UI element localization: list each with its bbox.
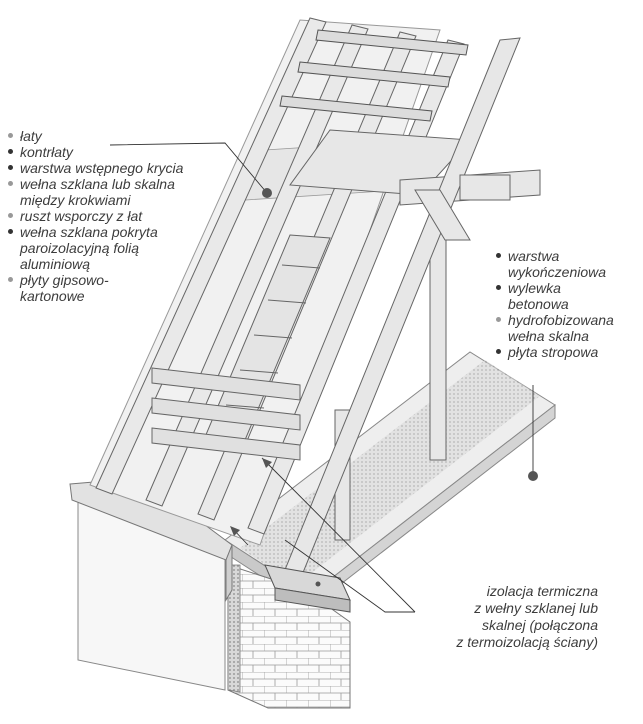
eaves-wall: [69, 477, 233, 691]
wall-plate: [264, 564, 351, 613]
battens: [279, 29, 469, 122]
bullet-icon: [8, 165, 13, 170]
left-legend-item: kontrłaty: [6, 144, 221, 160]
bullet-icon: [8, 229, 13, 234]
bullet-icon: [496, 317, 501, 322]
bullet-icon: [8, 213, 13, 218]
leader-lines: [109, 142, 534, 613]
bullet-icon: [8, 133, 13, 138]
left-legend-label: warstwa wstępnego krycia: [20, 160, 184, 176]
left-legend-item: warstwa wstępnego krycia: [6, 160, 221, 176]
leader-markers: [230, 188, 538, 536]
insulation-note-line: z termoizolacją ściany): [456, 634, 598, 650]
right-legend-item: płyta stropowa: [494, 344, 639, 360]
left-legend-item: ruszt wsporczy z łat: [6, 208, 221, 224]
bullet-icon: [496, 253, 501, 258]
insulation-note-line: izolacja termiczna: [486, 583, 598, 599]
bullet-icon: [8, 277, 13, 282]
left-legend-label: ruszt wsporczy z łat: [20, 208, 143, 224]
left-legend-item: płyty gipsowo-kartonowe: [6, 272, 221, 304]
bullet-icon: [496, 349, 501, 354]
insulation-note-line: z wełny szklanej lub: [474, 600, 598, 616]
left-legend-label: łaty: [20, 128, 42, 144]
left-legend-label: płyty gipsowo-kartonowe: [20, 272, 109, 304]
bullet-icon: [496, 285, 501, 290]
lower-boards: [151, 367, 301, 461]
bullet-icon: [8, 181, 13, 186]
attic-frame: [279, 37, 541, 583]
left-legend-label: kontrłaty: [20, 144, 73, 160]
left-legend-item: łaty: [6, 128, 221, 144]
insulation-note-line: skalnej (połączona: [482, 617, 598, 633]
right-legend-label: płyta stropowa: [508, 344, 599, 360]
bullet-icon: [8, 149, 13, 154]
